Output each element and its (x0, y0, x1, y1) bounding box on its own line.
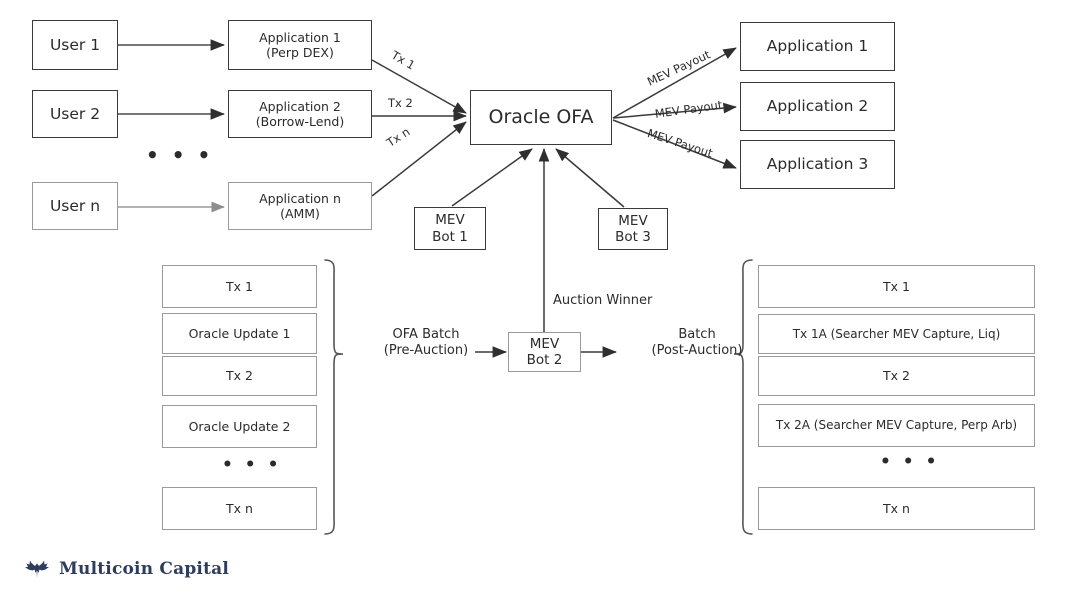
node-label: User n (49, 196, 101, 215)
node-label: User 1 (49, 35, 101, 54)
brand-wordmark: Multicoin Capital (59, 559, 229, 579)
batch-pre-item-oracle-update-2[interactable]: Oracle Update 2 (162, 405, 317, 448)
node-label: Oracle Update 1 (188, 325, 291, 341)
node-user-n[interactable]: User n (32, 182, 118, 230)
node-label: Tx 1 (883, 278, 910, 294)
label-ofa-batch-pre-auction: OFA Batch(Pre-Auction) (383, 327, 469, 359)
node-application-1-perp-dex[interactable]: Application 1(Perp DEX) (228, 20, 372, 70)
batch-post-item-tx-1a[interactable]: Tx 1A (Searcher MEV Capture, Liq) (758, 314, 1035, 354)
brand-logo: Multicoin Capital (24, 558, 229, 580)
label-auction-winner: Auction Winner (553, 293, 653, 308)
eagle-icon (25, 560, 49, 578)
batch-pre-item-tx-1[interactable]: Tx 1 (162, 265, 317, 308)
node-label: Tx 2 (883, 368, 910, 384)
batch-post-ellipsis: • • • (880, 452, 940, 472)
edge-label-tx-n: Tx n (384, 124, 413, 150)
batch-post-item-tx-2a[interactable]: Tx 2A (Searcher MEV Capture, Perp Arb) (758, 404, 1035, 447)
node-label: Application n(AMM) (259, 190, 341, 221)
node-label: Tx 2A (Searcher MEV Capture, Perp Arb) (775, 418, 1018, 433)
batch-pre-ellipsis: • • • (222, 455, 282, 475)
edge-label-mev-payout-1: MEV Payout (645, 47, 713, 89)
node-application-2[interactable]: Application 2 (740, 82, 895, 131)
batch-pre-item-oracle-update-1[interactable]: Oracle Update 1 (162, 313, 317, 354)
node-oracle-ofa[interactable]: Oracle OFA (470, 90, 612, 145)
label-batch-post-auction: Batch(Post-Auction) (651, 327, 743, 359)
node-label: Application 3 (766, 155, 869, 174)
edge-label-mev-payout-2: MEV Payout (654, 97, 724, 121)
batch-post-item-tx-1[interactable]: Tx 1 (758, 265, 1035, 308)
node-label: Application 2 (766, 97, 869, 116)
node-application-n-amm[interactable]: Application n(AMM) (228, 182, 372, 230)
node-label: Tx n (883, 500, 910, 516)
edge-label-tx-2: Tx 2 (388, 96, 413, 110)
edge-label-tx-1: Tx 1 (389, 48, 418, 73)
node-label: Application 1(Perp DEX) (259, 29, 341, 60)
node-label: Application 2(Borrow-Lend) (255, 98, 345, 129)
edge-label-mev-payout-3: MEV Payout (645, 126, 715, 161)
node-user-2[interactable]: User 2 (32, 90, 118, 138)
node-label: User 2 (49, 104, 101, 123)
node-user-1[interactable]: User 1 (32, 20, 118, 70)
batch-post-item-tx-2[interactable]: Tx 2 (758, 356, 1035, 396)
batch-pre-item-tx-n[interactable]: Tx n (162, 487, 317, 530)
node-label: Oracle OFA (488, 105, 594, 128)
node-label: Application 1 (766, 37, 869, 56)
batch-post-item-tx-n[interactable]: Tx n (758, 487, 1035, 530)
node-label: Oracle Update 2 (188, 418, 291, 434)
batch-pre-item-tx-2[interactable]: Tx 2 (162, 356, 317, 396)
node-application-2-borrow-lend[interactable]: Application 2(Borrow-Lend) (228, 90, 372, 138)
node-label: Tx 2 (226, 368, 253, 384)
users-ellipsis: • • • (146, 143, 214, 167)
node-label: Tx n (226, 500, 253, 516)
node-application-1[interactable]: Application 1 (740, 22, 895, 71)
node-application-3[interactable]: Application 3 (740, 140, 895, 189)
node-label: Tx 1 (226, 278, 253, 294)
node-label: Tx 1A (Searcher MEV Capture, Liq) (792, 326, 1001, 341)
